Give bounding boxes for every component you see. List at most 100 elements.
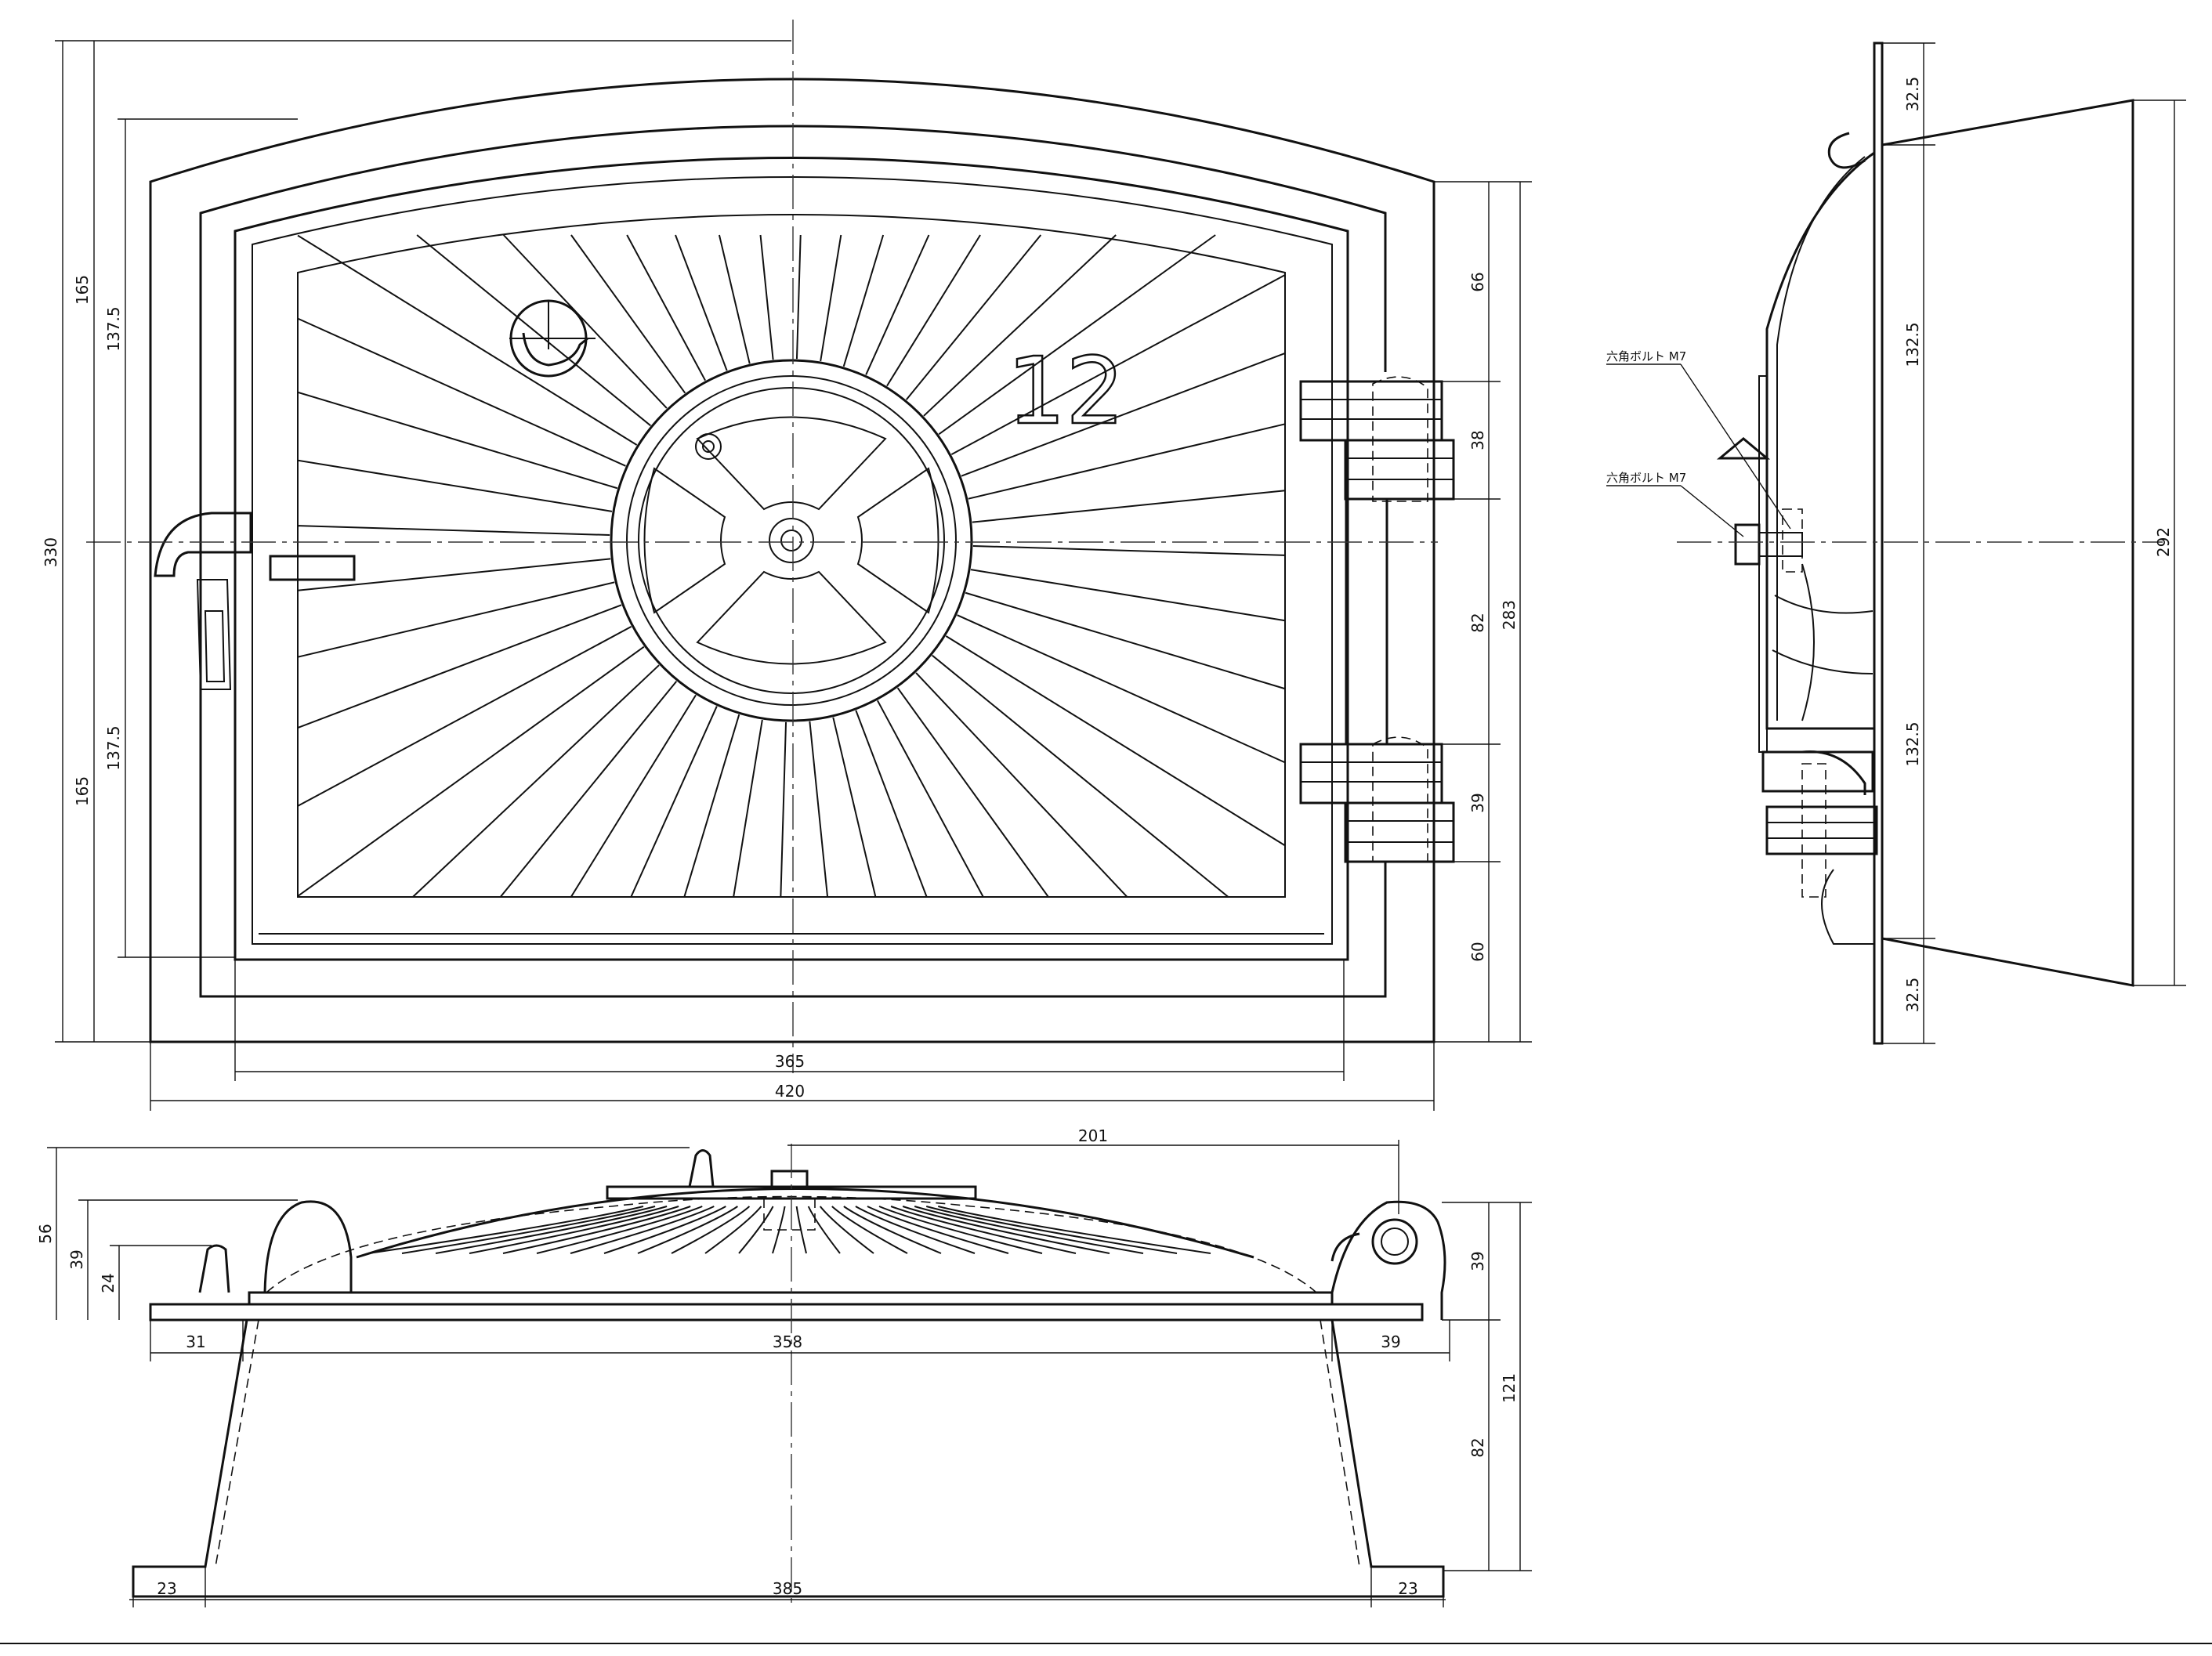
dim-137-5-bottom: 137.5 xyxy=(104,725,123,770)
top-bolt xyxy=(770,1170,809,1187)
dim-side-292: 292 xyxy=(2154,527,2173,557)
side-bolt-head xyxy=(1734,523,1761,566)
front-view: 12 xyxy=(42,20,1532,1111)
top-cap xyxy=(606,1185,977,1200)
sunburst-ray xyxy=(915,672,1128,898)
sunburst-ray xyxy=(675,234,728,371)
sunburst-ray xyxy=(416,234,651,427)
dim-top-121: 121 xyxy=(1500,1373,1519,1403)
top-flange xyxy=(149,1303,1424,1322)
frame-outer xyxy=(149,78,1435,1043)
sunburst-ray xyxy=(297,234,638,446)
sunburst-ray xyxy=(923,234,1117,417)
draft-disc-rim xyxy=(638,387,945,694)
frame-inner-bottom xyxy=(199,505,1387,998)
dome-rib xyxy=(890,1206,1077,1254)
dome-rib xyxy=(831,1206,908,1254)
dim-side-32-5-bottom: 32.5 xyxy=(1903,978,1922,1013)
sunburst-ray xyxy=(718,234,751,364)
dome-rib xyxy=(401,1206,656,1254)
dome-rib xyxy=(502,1206,691,1254)
sunburst-ray xyxy=(630,706,718,898)
dome-rib xyxy=(855,1206,976,1254)
dim-top-82: 82 xyxy=(1468,1437,1487,1457)
top-knob xyxy=(688,1149,715,1188)
dim-38: 38 xyxy=(1468,430,1487,450)
sunburst-ray xyxy=(499,681,678,898)
dim-39: 39 xyxy=(1468,793,1487,812)
dim-top-358: 358 xyxy=(773,1332,802,1351)
sunburst-ray xyxy=(877,700,984,898)
dome-rib xyxy=(435,1206,668,1254)
sunburst-ray xyxy=(759,234,774,360)
draft-vane-bottom xyxy=(696,570,887,665)
dome-rib xyxy=(878,1206,1043,1254)
draft-vane-top xyxy=(696,416,887,511)
dim-side-132-5-top: 132.5 xyxy=(1903,322,1922,367)
sunburst-ray xyxy=(780,721,787,898)
dome-rib xyxy=(819,1206,874,1254)
top-latch-tip xyxy=(198,1244,230,1293)
door-panel-inner xyxy=(252,176,1333,945)
sunburst-ray xyxy=(683,714,740,898)
sunburst-ray xyxy=(957,614,1286,764)
sunburst-ray xyxy=(968,423,1286,500)
dim-165-bottom: 165 xyxy=(73,776,92,806)
draft-knob xyxy=(695,433,722,460)
door-number: 12 xyxy=(1007,337,1124,445)
maker-logo-icon xyxy=(509,299,596,378)
dim-283: 283 xyxy=(1500,600,1519,630)
dome-rib xyxy=(738,1206,774,1254)
dim-top-24: 24 xyxy=(99,1273,118,1293)
sunburst-ray xyxy=(950,274,1286,455)
sunburst-ray xyxy=(795,234,802,360)
sunburst-ray xyxy=(932,654,1229,898)
sunburst-ray xyxy=(297,645,645,897)
side-bottom-bead xyxy=(1821,869,1874,945)
dome-rib xyxy=(938,1206,1211,1254)
sunburst-ray xyxy=(297,604,622,729)
dim-420: 420 xyxy=(775,1082,805,1101)
draft-disc-outer xyxy=(610,359,973,722)
sunburst-ray xyxy=(905,234,1042,400)
side-door-dome xyxy=(1765,151,1875,730)
sunburst-ray xyxy=(865,234,930,375)
draft-hub xyxy=(769,518,814,563)
door-panel xyxy=(234,157,1349,961)
dim-top-385: 385 xyxy=(773,1579,802,1598)
sunburst-ray xyxy=(820,234,842,362)
dim-top-39-right: 39 xyxy=(1468,1251,1487,1271)
dome-rib xyxy=(843,1206,942,1254)
top-dome-outline xyxy=(356,1188,1254,1259)
dim-165-top: 165 xyxy=(73,275,92,305)
dim-top-23-left: 23 xyxy=(157,1579,176,1598)
sunburst-ray xyxy=(733,719,763,898)
draft-hub-bolt xyxy=(780,530,802,551)
sunburst-ray xyxy=(970,569,1286,622)
dome-rib xyxy=(367,1206,644,1254)
side-flange xyxy=(1873,42,1884,1045)
side-door-dome-inner xyxy=(1776,156,1866,721)
draft-disc-ring xyxy=(626,375,957,706)
bolt-label-lower: 六角ボルト M7 xyxy=(1606,471,1686,485)
sunburst-ray xyxy=(297,525,610,537)
sunburst-ray xyxy=(965,591,1286,690)
top-firebox xyxy=(132,1319,1445,1598)
door-handle-icon xyxy=(269,555,356,581)
dome-rib xyxy=(914,1206,1144,1254)
dim-top-201: 201 xyxy=(1078,1126,1108,1145)
top-dome-ribs xyxy=(367,1206,1211,1254)
dim-top-23-right: 23 xyxy=(1398,1579,1417,1598)
sunburst-ray xyxy=(297,558,611,591)
sunburst-ray xyxy=(945,635,1286,847)
dome-rib xyxy=(807,1206,841,1254)
dim-365: 365 xyxy=(775,1052,805,1071)
dim-top-39-horizontal: 39 xyxy=(1381,1332,1400,1351)
sunburst-ray xyxy=(297,391,618,490)
dome-rib xyxy=(704,1206,762,1254)
sunburst-ray xyxy=(896,687,1049,898)
dim-side-32-5-top: 32.5 xyxy=(1903,77,1922,112)
sunburst-ray xyxy=(809,721,829,898)
sunburst-ray xyxy=(842,234,885,367)
dome-rib xyxy=(637,1206,738,1254)
